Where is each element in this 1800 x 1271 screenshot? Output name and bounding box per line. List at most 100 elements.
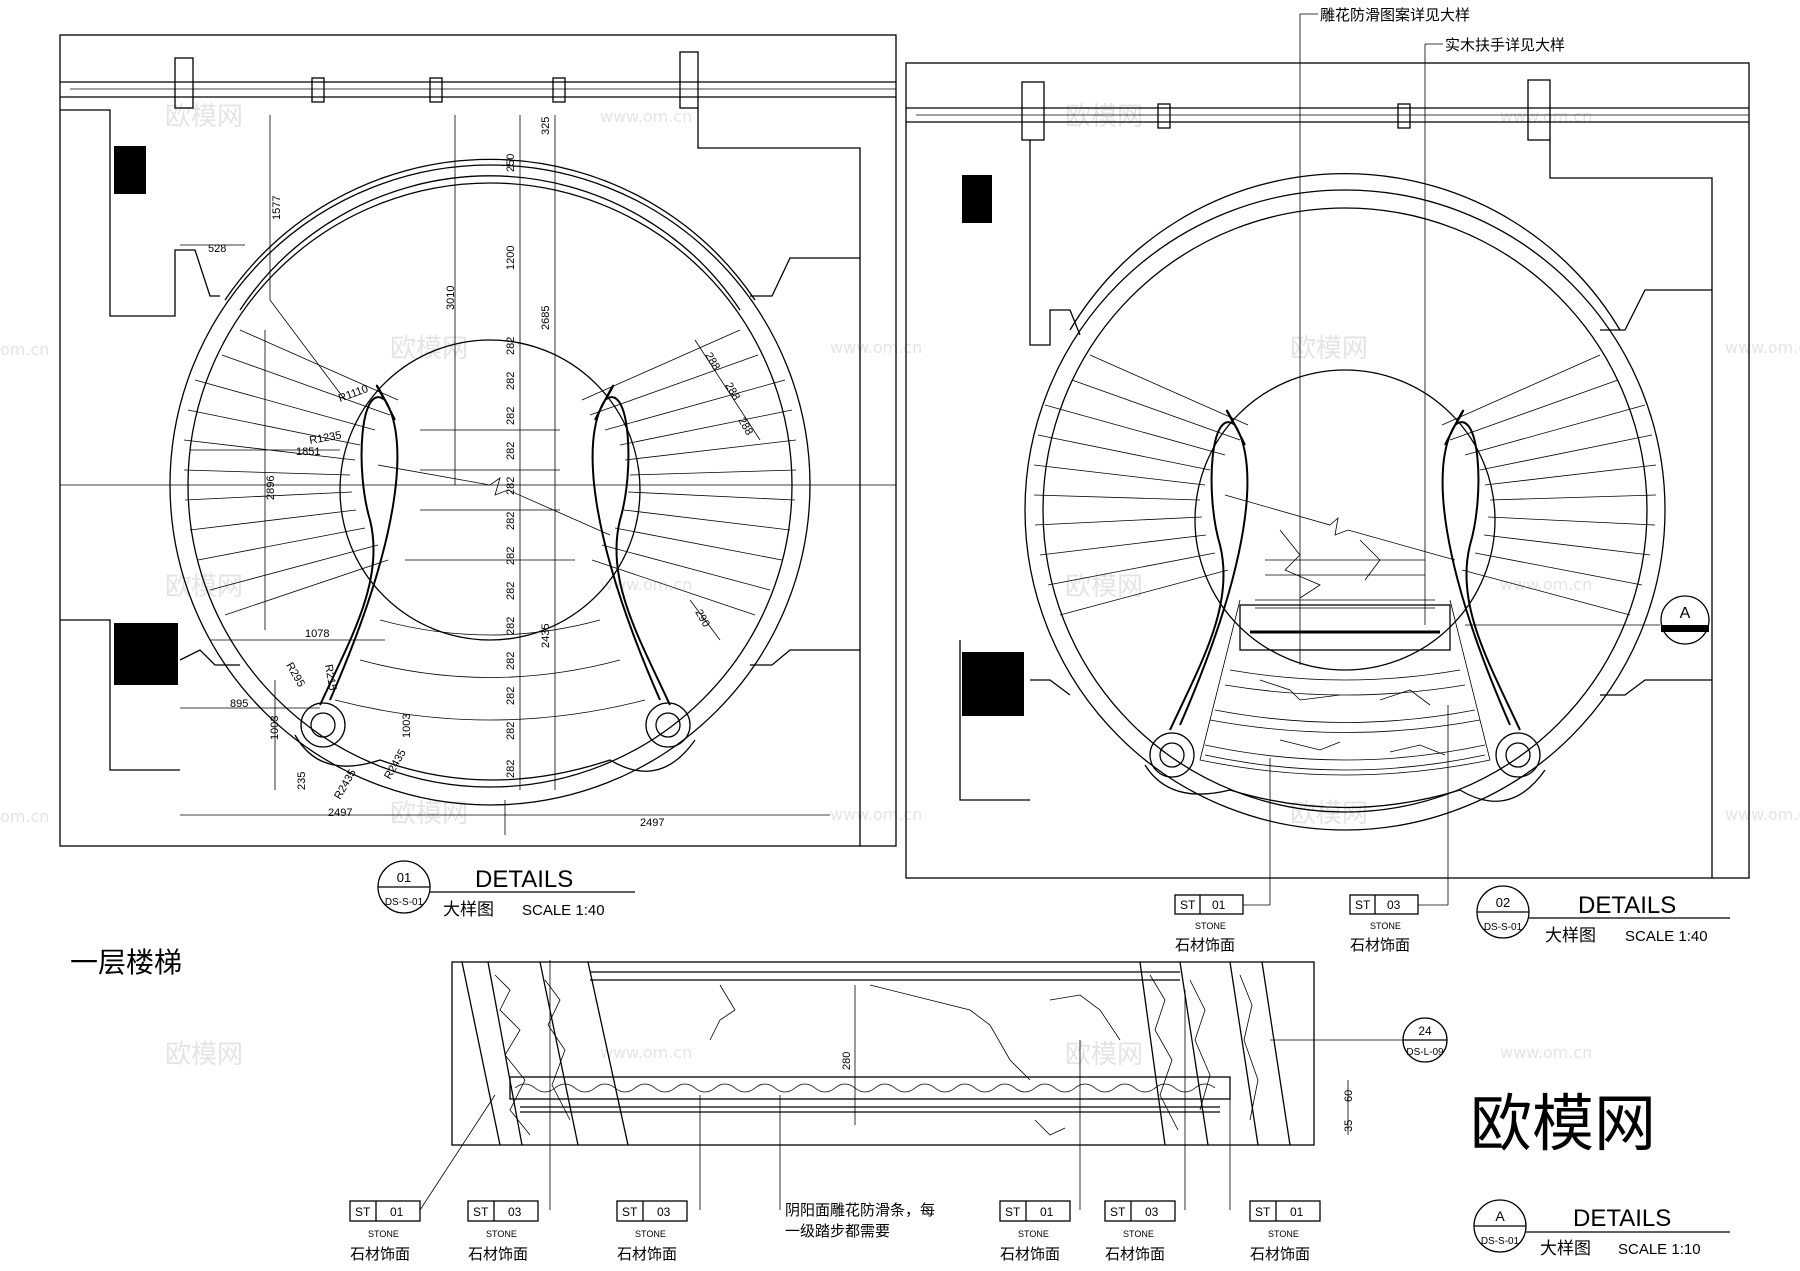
tag-subtitle: 大样图 [1545,926,1596,946]
material-code: ST [1355,898,1371,912]
dim-label: 282 [505,372,517,390]
dim-label: 282 [505,337,517,355]
tag-number: A [1495,1208,1505,1224]
dim-label-60: 60 [1343,1090,1355,1102]
dim-label: 282 [505,512,517,530]
watermark-brand: 欧模网 [1290,334,1368,364]
watermark-site: www.om.cn [830,338,922,357]
material-label: 石材饰面 [1000,1245,1060,1263]
stair-outer-circle [1024,189,1666,831]
treads-center [1204,559,1486,771]
anti-slip-note: 阴阳面雕花防滑条，每 [785,1201,935,1219]
material-code: ST [622,1205,638,1219]
base-curve [1144,764,1546,809]
handrail-right [1454,421,1521,731]
dim-label: R215 [322,663,338,691]
watermark-brand: 欧模网 [165,102,243,132]
watermark-brand: 欧模网 [390,334,468,364]
stair-plan-material: 雕花防滑图案详见大样 实木扶手详见大样 A ST 01 STONE 石材饰面 S… [905,6,1750,954]
material-number: 03 [1387,898,1401,912]
dim-label: 288 [735,416,755,438]
edge-line [587,961,629,1146]
watermark-site: www.om.cn [1725,805,1800,824]
material-number: 03 [657,1205,671,1219]
edge-line [1261,961,1291,1146]
tag-title: DETAILS [1573,1205,1671,1232]
material-tag: ST 01 STONE 石材饰面 [999,1200,1071,1263]
edge-line [1179,961,1209,1146]
edge-line [1229,961,1259,1146]
material-label: 石材饰面 [1105,1245,1165,1263]
dim-label: 235 [296,772,308,790]
newel-post [1149,732,1195,778]
watermark-brand: 欧模网 [1065,572,1143,602]
dim-label: R295 [283,661,307,690]
wall-outline [60,109,220,317]
watermark-site: www.om.cn [600,107,692,126]
material-tag: ST 03 STONE 石材饰面 [616,1200,688,1263]
rail-post [1397,103,1411,129]
dim-label: 1078 [305,628,329,640]
dim-label: 282 [505,407,517,425]
material-number: 03 [1145,1205,1159,1219]
material-code: ST [1110,1205,1126,1219]
tag-number: 02 [1496,895,1510,910]
treads-right [1441,354,1657,616]
edge-line [461,961,501,1146]
carved-anti-slip-strip [509,1076,1231,1100]
dim-label: 2685 [540,306,552,330]
tag-subtitle: 大样图 [1540,1239,1591,1259]
dim-label: 1577 [271,196,283,220]
detail-tag-01: 01 DS-S-01 DETAILS 大样图 SCALE 1:40 [377,860,635,920]
handrail-left [329,384,399,701]
treads-left [1033,354,1249,616]
edge-line [539,961,579,1146]
material-code: ST [1180,898,1196,912]
carving-pattern [514,1083,1216,1093]
ref-sheet: DS-L-09 [1406,1047,1444,1058]
dim-label: 282 [505,582,517,600]
treads-center [334,429,646,721]
break-line [377,464,611,536]
tag-sheet: DS-S-01 [1484,922,1523,933]
section-marker-label: A [1680,605,1691,622]
tag-title: DETAILS [475,866,573,893]
marble-veining [1259,529,1446,756]
stair-outer-arc [224,158,756,301]
tag-scale: SCALE 1:10 [1618,1241,1701,1258]
material-word: STONE [1370,921,1401,931]
stair-outer-arc [239,175,741,311]
plan-frame [59,34,897,847]
dim-label: 3010 [445,286,457,310]
tread-detail-section: 280 35 60 24 DS-L-09 阴阳面雕花防滑条，每 一级踏步都需要 [349,960,1730,1263]
rail-post [311,77,325,103]
wall-outline [1549,140,1713,878]
rail-post [174,57,194,109]
dim-label: 1851 [296,446,320,458]
material-number: 01 [1290,1205,1304,1219]
rail-post [1157,103,1171,129]
callout-handrail: 实木扶手详见大样 [1445,36,1565,54]
section-marker-a: A [1660,595,1710,645]
tag-sheet: DS-S-01 [385,897,424,908]
material-code: ST [355,1205,371,1219]
tag-subtitle: 大样图 [443,900,494,920]
callout-carving: 雕花防滑图案详见大样 [1320,6,1470,24]
column-block [114,623,178,685]
detail-tag-a: A DS-S-01 DETAILS 大样图 SCALE 1:10 [1473,1199,1730,1259]
dim-label-35: 35 [1343,1120,1355,1132]
stair-core-circle [339,339,641,641]
dim-label: 528 [208,243,226,255]
dim-label: 282 [505,442,517,460]
material-tag: ST 01 STONE 石材饰面 [1174,894,1244,954]
stone-area [1199,599,1491,776]
ref-number: 24 [1418,1024,1432,1038]
material-label: 石材饰面 [1175,936,1235,954]
handrail-left [1179,409,1249,726]
rail-post [552,77,566,103]
handrail-right [1441,409,1511,726]
anti-slip-note-line2: 一级踏步都需要 [785,1222,890,1240]
material-word: STONE [1018,1229,1049,1239]
dim-label: 2435 [540,624,552,648]
newel-post [1159,742,1185,768]
